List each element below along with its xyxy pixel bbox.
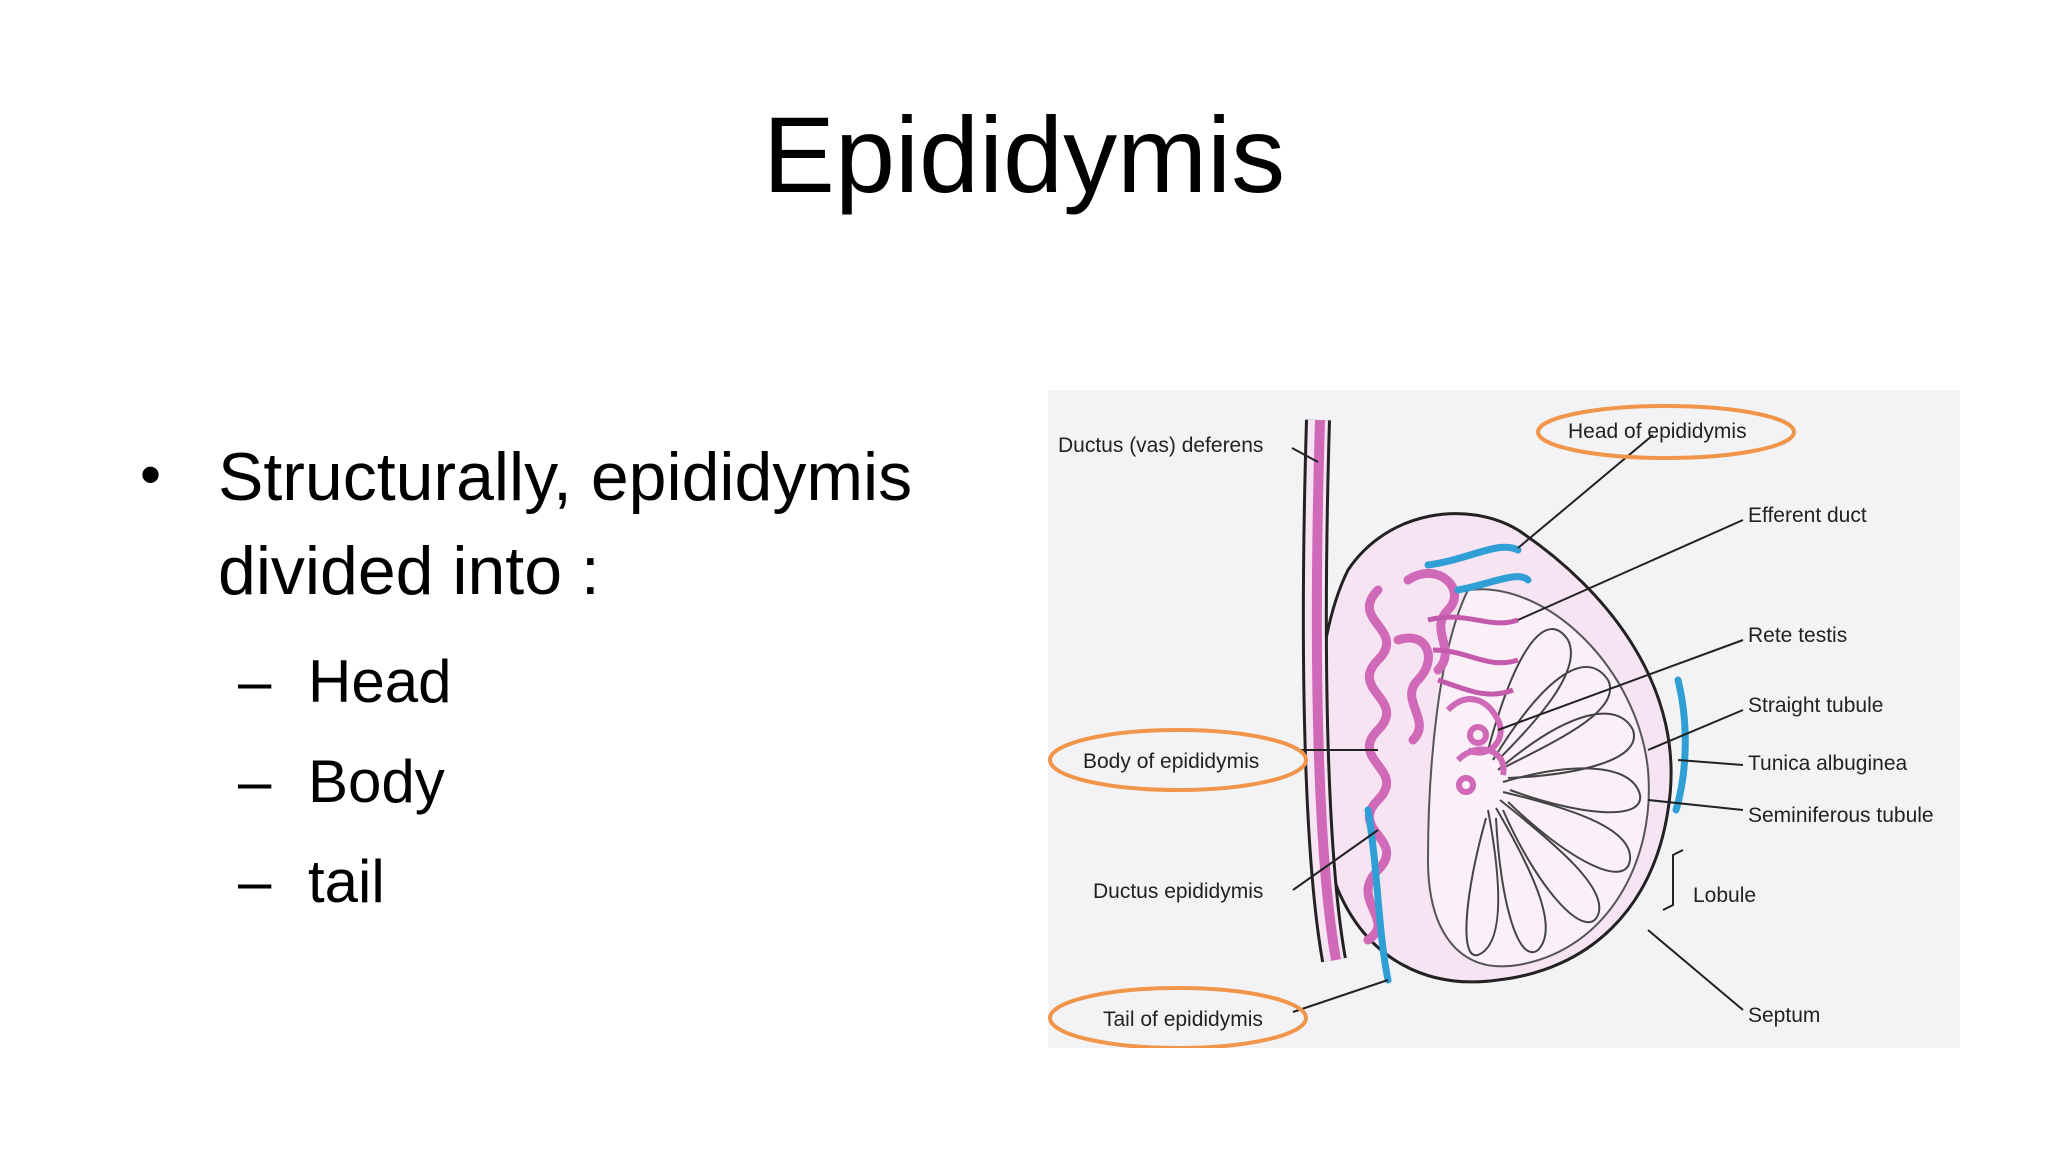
vas-deferens [1301,419,1347,963]
sub-item-head: – Head [138,632,998,732]
label-lobule: Lobule [1693,884,1756,907]
highlight-ring-body [1048,728,1308,792]
label-body: Body of epididymis [1083,750,1259,773]
label-rete-testis: Rete testis [1748,624,1847,647]
slide-title: Epididymis [762,94,1286,215]
bullet-list: • Structurally, epididymis divided into … [138,430,998,932]
dash-icon: – [238,848,272,915]
dash-icon: – [238,648,272,715]
label-septum: Septum [1748,1004,1820,1027]
label-head: Head of epididymis [1568,420,1747,443]
efferent-ducts [1427,614,1519,697]
sub-item-label: tail [308,848,385,915]
sub-item-body: – Body [138,732,998,832]
sub-item-label: Head [308,648,452,715]
label-vas-deferens: Ductus (vas) deferens [1058,434,1263,457]
bullet-line-1: Structurally, epididymis [218,439,913,515]
sub-list: – Head – Body – tail [138,632,998,932]
label-tunica-albuginea: Tunica albuginea [1748,752,1907,775]
highlight-ring-head [1536,404,1796,460]
rete-testis [1445,696,1507,795]
main-bullet: • Structurally, epididymis divided into … [138,430,998,618]
sub-item-tail: – tail [138,832,998,932]
epididymis-diagram: Ductus (vas) deferens Head of epididymis… [1048,390,1960,1048]
blue-ducts [1364,543,1689,984]
label-tail: Tail of epididymis [1103,1008,1263,1031]
sub-item-label: Body [308,748,445,815]
diagram-svg: Ductus (vas) deferens Head of epididymis… [1048,404,1934,1048]
highlight-rings [1048,404,1796,1048]
seminiferous-tubules [1465,628,1642,957]
testis-inner [1426,588,1650,968]
label-efferent-duct: Efferent duct [1748,504,1867,527]
dash-icon: – [238,748,272,815]
leader-lines [1291,434,1744,1013]
label-ductus-epididymis: Ductus epididymis [1093,880,1263,903]
label-seminiferous-tubule: Seminiferous tubule [1748,804,1934,827]
label-straight-tubule: Straight tubule [1748,694,1883,717]
bullet-line-2: divided into : [218,533,600,609]
bullet-dot-icon: • [140,441,162,508]
highlight-ring-tail [1048,986,1308,1048]
